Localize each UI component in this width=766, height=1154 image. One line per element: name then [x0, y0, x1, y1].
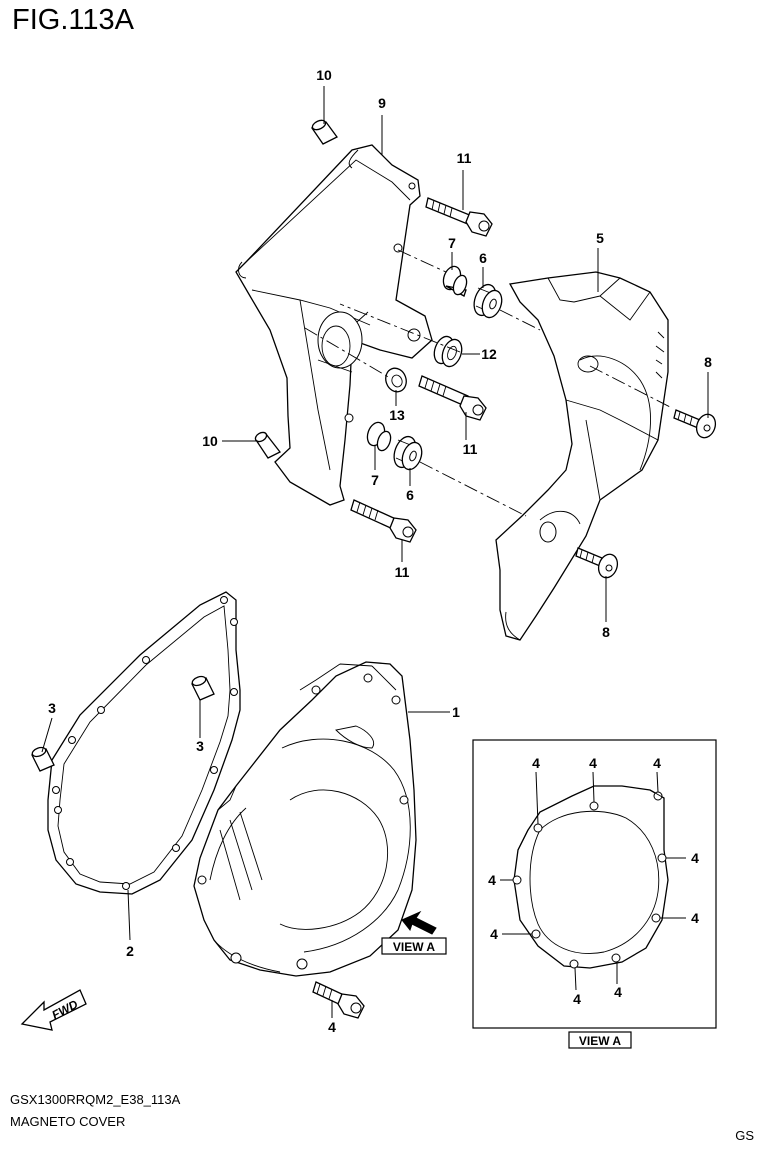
callout-10: 10: [202, 433, 218, 449]
collar-part-7-upper: [442, 265, 468, 297]
dowel-pin-part-10-top: [311, 119, 338, 145]
figure-title: FIG.113A: [12, 4, 134, 36]
collar-part-7-lower: [366, 421, 392, 452]
callout-4: 4: [691, 910, 699, 926]
callout-4: 4: [691, 850, 699, 866]
callout-8: 8: [602, 624, 610, 640]
figure-caption: MAGNETO COVER: [10, 1114, 126, 1129]
callout-7: 7: [448, 235, 456, 251]
callout-8: 8: [704, 354, 712, 370]
dowel-pin-part-10-left: [254, 431, 281, 459]
screw-part-8-upper: [673, 409, 717, 439]
grommet-part-12: [433, 335, 463, 368]
grommet-part-6-lower: [393, 435, 423, 471]
leader-lines-inset: [500, 771, 686, 991]
callout-4: 4: [653, 755, 661, 771]
callout-4: 4: [488, 872, 496, 888]
callout-1: 1: [452, 704, 460, 720]
callout-11: 11: [457, 150, 472, 166]
callout-3: 3: [196, 738, 204, 754]
callout-4: 4: [589, 755, 597, 771]
callout-4: 4: [490, 926, 498, 942]
leader-lines-lower: [41, 700, 450, 1018]
leader-lines-upper: [222, 86, 709, 622]
bolt-part-11-upper: [425, 197, 493, 237]
fwd-arrow: FWD: [20, 989, 87, 1031]
callout-11: 11: [395, 564, 410, 580]
screw-part-8-lower: [575, 547, 619, 579]
grommet-part-6-upper: [473, 283, 503, 319]
callout-3: 3: [48, 700, 56, 716]
callout-6: 6: [479, 250, 487, 266]
callout-13: 13: [389, 407, 405, 423]
callout-11: 11: [463, 441, 478, 457]
dowel-pin-part-3-right: [191, 675, 215, 701]
view-a-inset-label-box: VIEW A: [568, 1031, 632, 1049]
view-a-pointer-box: VIEW A: [381, 937, 447, 955]
callout-9: 9: [378, 95, 386, 111]
bracket-part-9: [235, 144, 433, 506]
callout-6: 6: [406, 487, 414, 503]
callout-2: 2: [126, 943, 134, 959]
callout-7: 7: [371, 472, 379, 488]
view-a-pointer-arrow: [401, 910, 437, 935]
gasket-part-2: [47, 591, 241, 895]
model-code: GSX1300RRQM2_E38_113A: [10, 1092, 181, 1107]
view-a-inset-label: VIEW A: [579, 1034, 622, 1048]
magneto-cover-part-1: [193, 661, 417, 977]
callout-4: 4: [532, 755, 540, 771]
assembly-lines: [304, 249, 673, 517]
callout-4: 4: [614, 984, 622, 1000]
callout-4: 4: [573, 991, 581, 1007]
view-a-inset: [472, 739, 717, 1029]
view-a-pointer-label: VIEW A: [393, 940, 436, 954]
clip-part-13: [385, 367, 407, 393]
dowel-pin-part-3-left: [31, 746, 55, 772]
callout-10: 10: [316, 67, 332, 83]
callout-4: 4: [328, 1019, 336, 1035]
bolt-part-11-lower: [350, 499, 417, 543]
callout-12: 12: [481, 346, 497, 362]
bolt-part-4: [312, 981, 365, 1019]
bolt-part-11-middle: [418, 375, 487, 421]
region-code: GS: [735, 1128, 754, 1143]
callout-5: 5: [596, 230, 604, 246]
guard-part-5: [495, 271, 669, 641]
callouts: 10 9 11 5 7 6 12 8 13 10 11 7 6 11 8 1 3…: [48, 67, 712, 1035]
